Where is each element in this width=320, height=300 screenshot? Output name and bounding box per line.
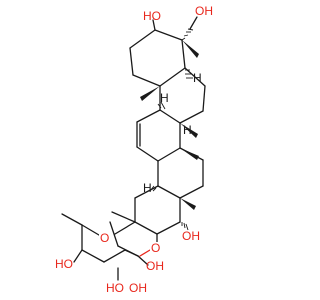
bond-sugar-ho-left bbox=[73, 249, 83, 263]
sugar-oh-right-label: OH bbox=[146, 259, 164, 273]
h5-label: H bbox=[193, 71, 202, 85]
sugar-ring bbox=[81, 221, 139, 263]
oh-top-label: HO bbox=[143, 9, 161, 23]
hydroxymethyl-oh-label: OH bbox=[195, 4, 213, 18]
hashed-bond-ch2 bbox=[181, 28, 194, 41]
molecule-canvas: HO OH H H H H OH O O OH OH HO HO bbox=[55, 4, 213, 295]
bond-sugar-methyl bbox=[61, 213, 83, 226]
hashed-bond-h9 bbox=[157, 101, 166, 110]
sugar-ho-left-label: HO bbox=[55, 257, 73, 271]
wedge-methyl-c10 bbox=[140, 86, 160, 101]
glycoside-o-label: O bbox=[151, 241, 160, 255]
bond-c3-oh bbox=[152, 19, 156, 31]
wedge-methyl-c4 bbox=[182, 40, 199, 58]
wedge-methyl-c17 bbox=[180, 198, 196, 210]
bond-o-glycosidic bbox=[139, 249, 151, 257]
sugar-ho-bottom-label: HO bbox=[106, 281, 124, 295]
bond-gem-methyl-1 bbox=[111, 211, 136, 223]
h9-label: H bbox=[160, 91, 169, 105]
ring-e bbox=[134, 185, 181, 235]
hashed-bond-h5 bbox=[185, 69, 193, 79]
ring-b bbox=[159, 67, 206, 124]
ring-o-label: O bbox=[100, 231, 109, 245]
bond-ch2-oh bbox=[189, 16, 198, 30]
bond-sugar-oh-right bbox=[137, 255, 149, 266]
oh-right-label: OH bbox=[182, 229, 200, 243]
h18-label: H bbox=[143, 181, 152, 195]
bond-gem-methyl-2 bbox=[114, 221, 136, 235]
ring-c bbox=[136, 109, 181, 162]
hashed-bond-oh16 bbox=[181, 222, 189, 231]
hashed-bond-h18 bbox=[149, 185, 157, 192]
h-middle-label: H bbox=[183, 123, 192, 137]
ring-d bbox=[157, 147, 204, 199]
sugar-oh-bottom-right-label: OH bbox=[129, 281, 147, 295]
structure-diagram: HO OH H H H H OH O O OH OH HO HO bbox=[55, 4, 213, 295]
ring-a bbox=[129, 29, 186, 87]
wedge-methyl-c8 bbox=[180, 123, 198, 138]
